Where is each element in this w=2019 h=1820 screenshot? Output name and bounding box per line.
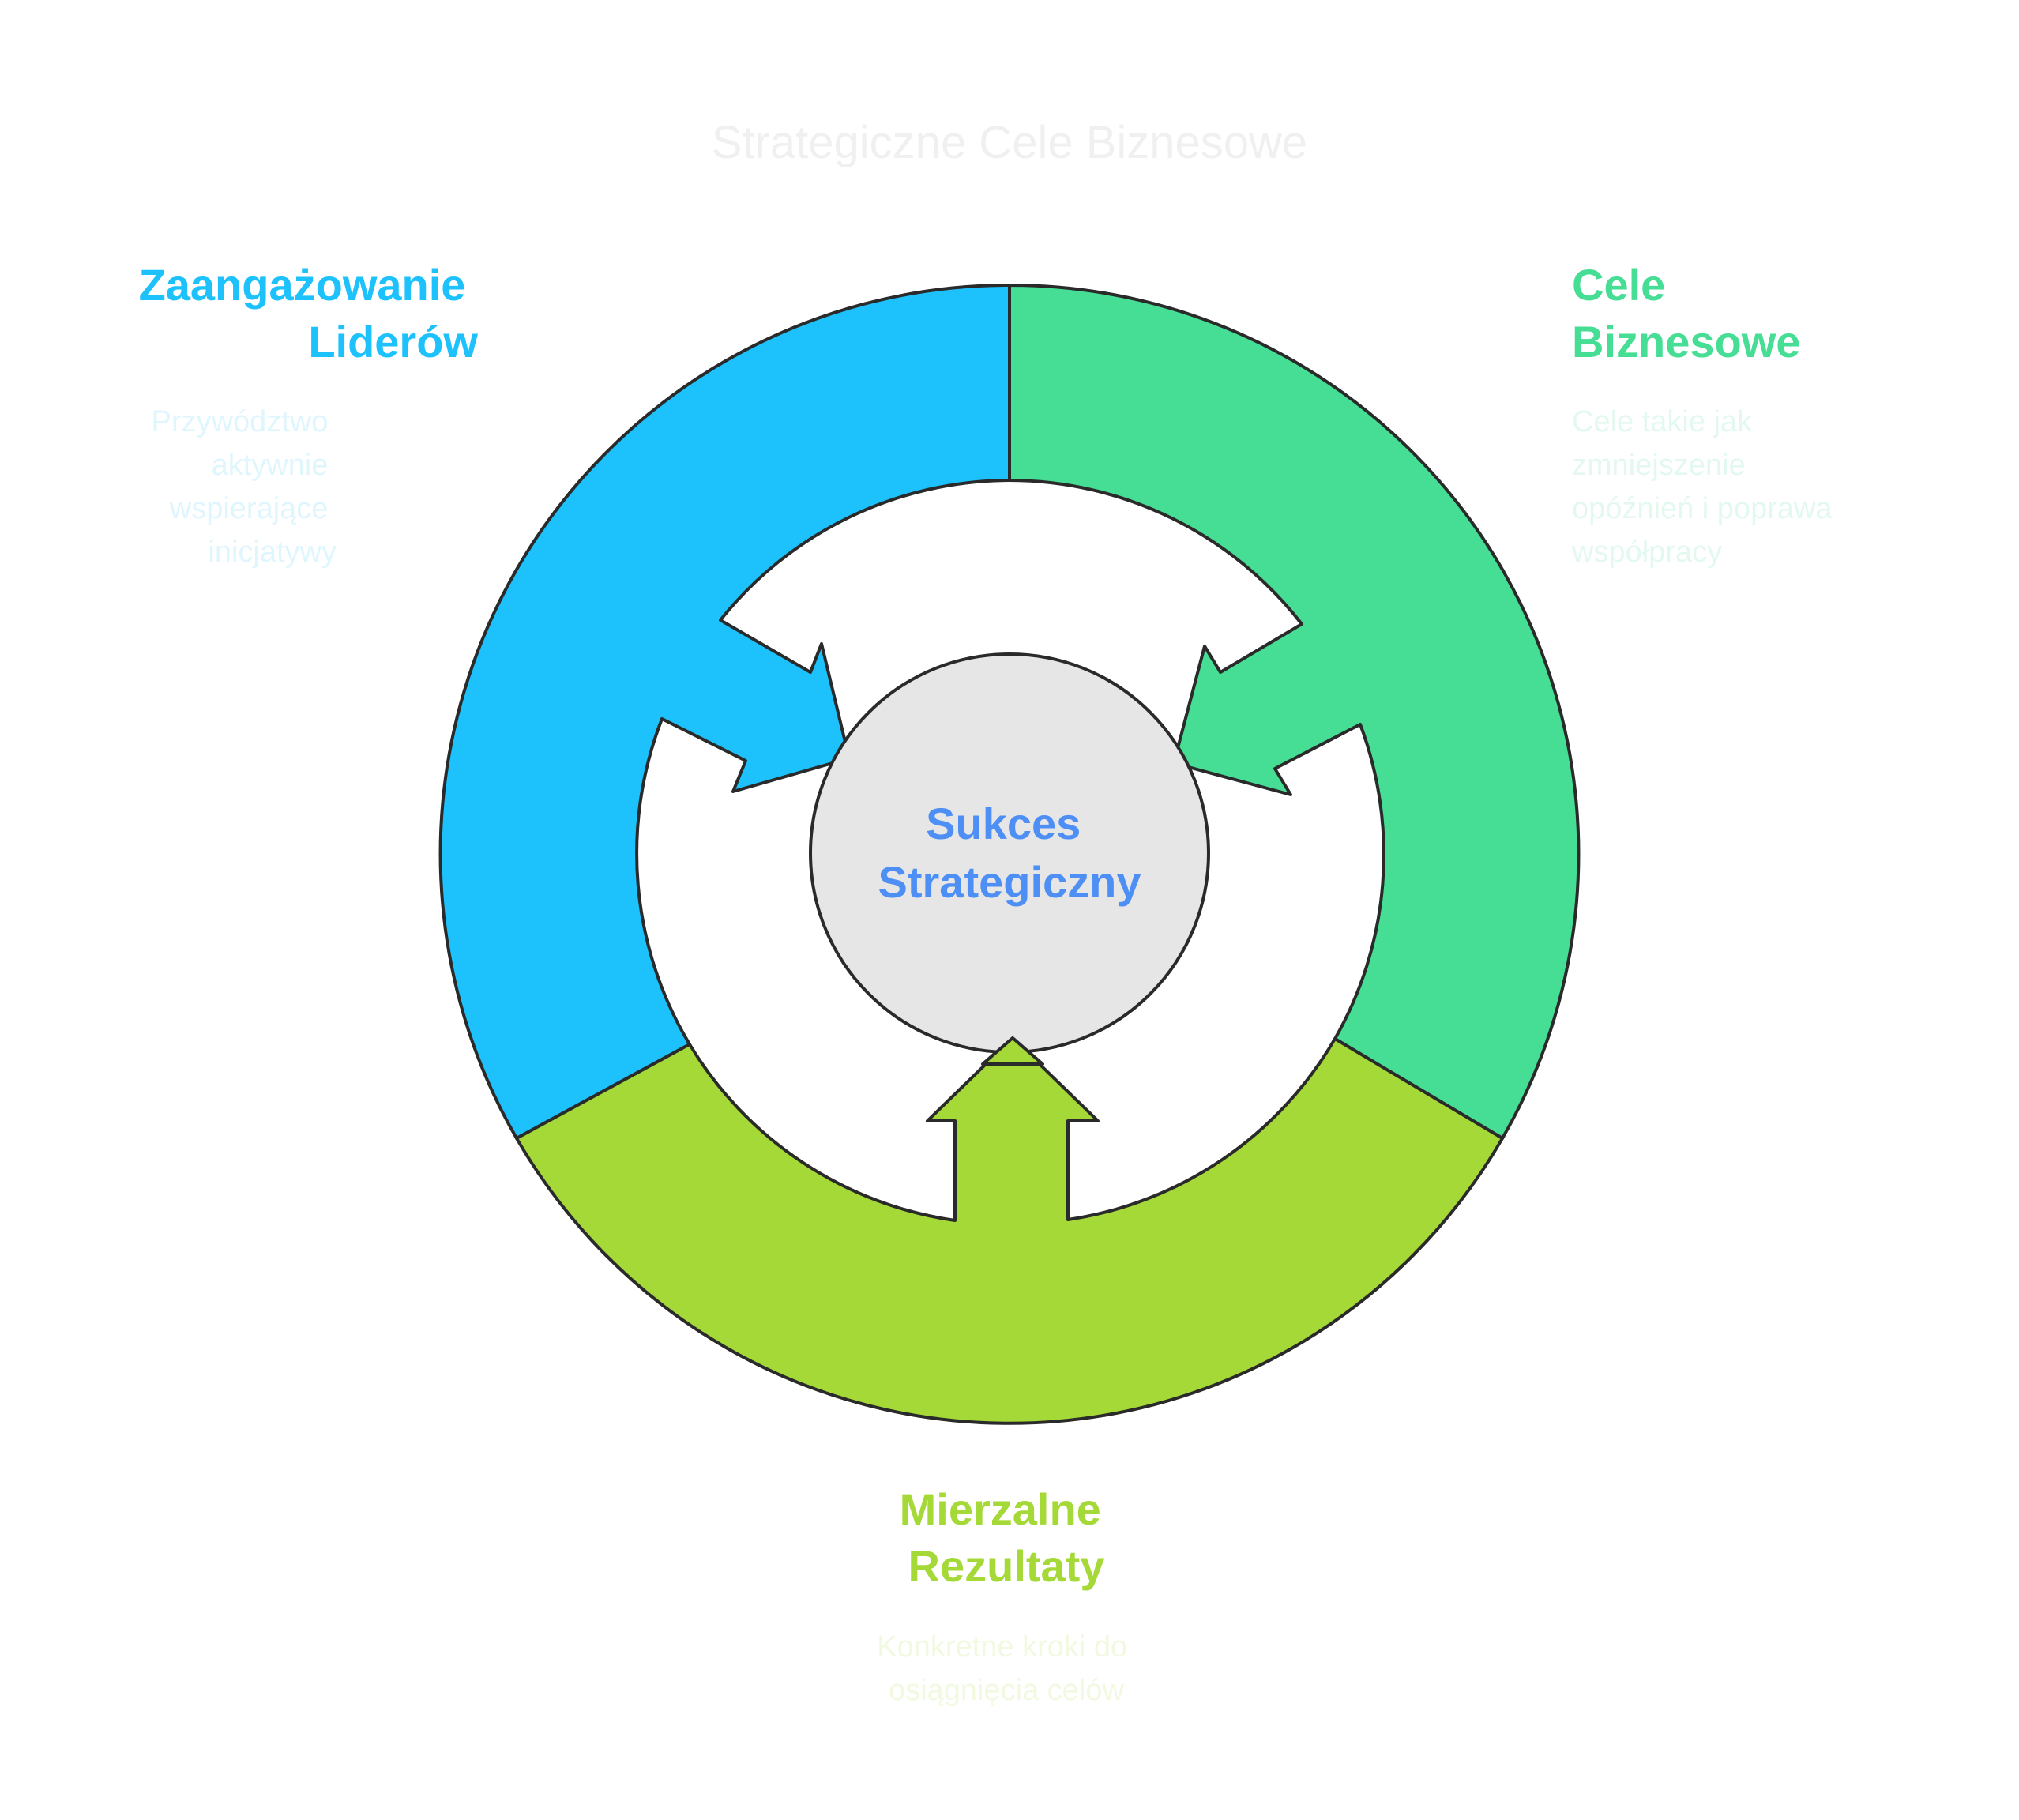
leadership-title-line2: Liderów (308, 317, 478, 367)
results-desc-line: Konkretne kroki do (877, 1630, 1127, 1664)
business-goals-desc-line: zmniejszenie (1572, 449, 1746, 482)
leadership-title: Zaangażowanie Liderów (139, 260, 479, 367)
leadership-description: Przywództwo aktywnie wspierające inicjat… (152, 405, 336, 569)
leadership-desc-line: aktywnie (212, 449, 329, 482)
leadership-title-line1: Zaangażowanie (139, 260, 466, 310)
business-goals-title: Cele Biznesowe (1572, 260, 1800, 367)
business-goals-desc-line: opóźnień i poprawa (1572, 492, 1833, 525)
business-goals-description: Cele takie jak zmniejszenie opóźnień i p… (1571, 405, 1840, 569)
business-goals-desc-line: Cele takie jak (1572, 405, 1753, 438)
center-circle (809, 652, 1210, 1054)
results-title-line1: Mierzalne (900, 1484, 1101, 1534)
leadership-desc-line: inicjatywy (208, 536, 336, 569)
center-label-line2: Strategiczny (878, 857, 1141, 907)
leadership-desc-line: wspierające (169, 492, 329, 525)
diagram-title: Strategiczne Cele Biznesowe (712, 117, 1307, 168)
results-desc-line: osiągnięcia celów (889, 1674, 1124, 1707)
business-goals-desc-line: współpracy (1571, 536, 1722, 569)
results-title-line2: Rezultaty (908, 1541, 1105, 1591)
results-title: Mierzalne Rezultaty (900, 1484, 1114, 1591)
results-description: Konkretne kroki do osiągnięcia celów (877, 1630, 1135, 1707)
business-goals-title-line1: Cele (1572, 260, 1665, 310)
arrow-tip-results (981, 1036, 1044, 1066)
business-goals-title-line2: Biznesowe (1572, 317, 1800, 367)
segment-leadership (438, 284, 1011, 1140)
segment-business-goals (1008, 284, 1581, 1140)
leadership-desc-line: Przywództwo (152, 405, 329, 438)
segment-results (515, 1036, 1504, 1425)
center-label-line1: Sukces (926, 799, 1081, 848)
center-label: Sukces Strategiczny (878, 799, 1141, 907)
